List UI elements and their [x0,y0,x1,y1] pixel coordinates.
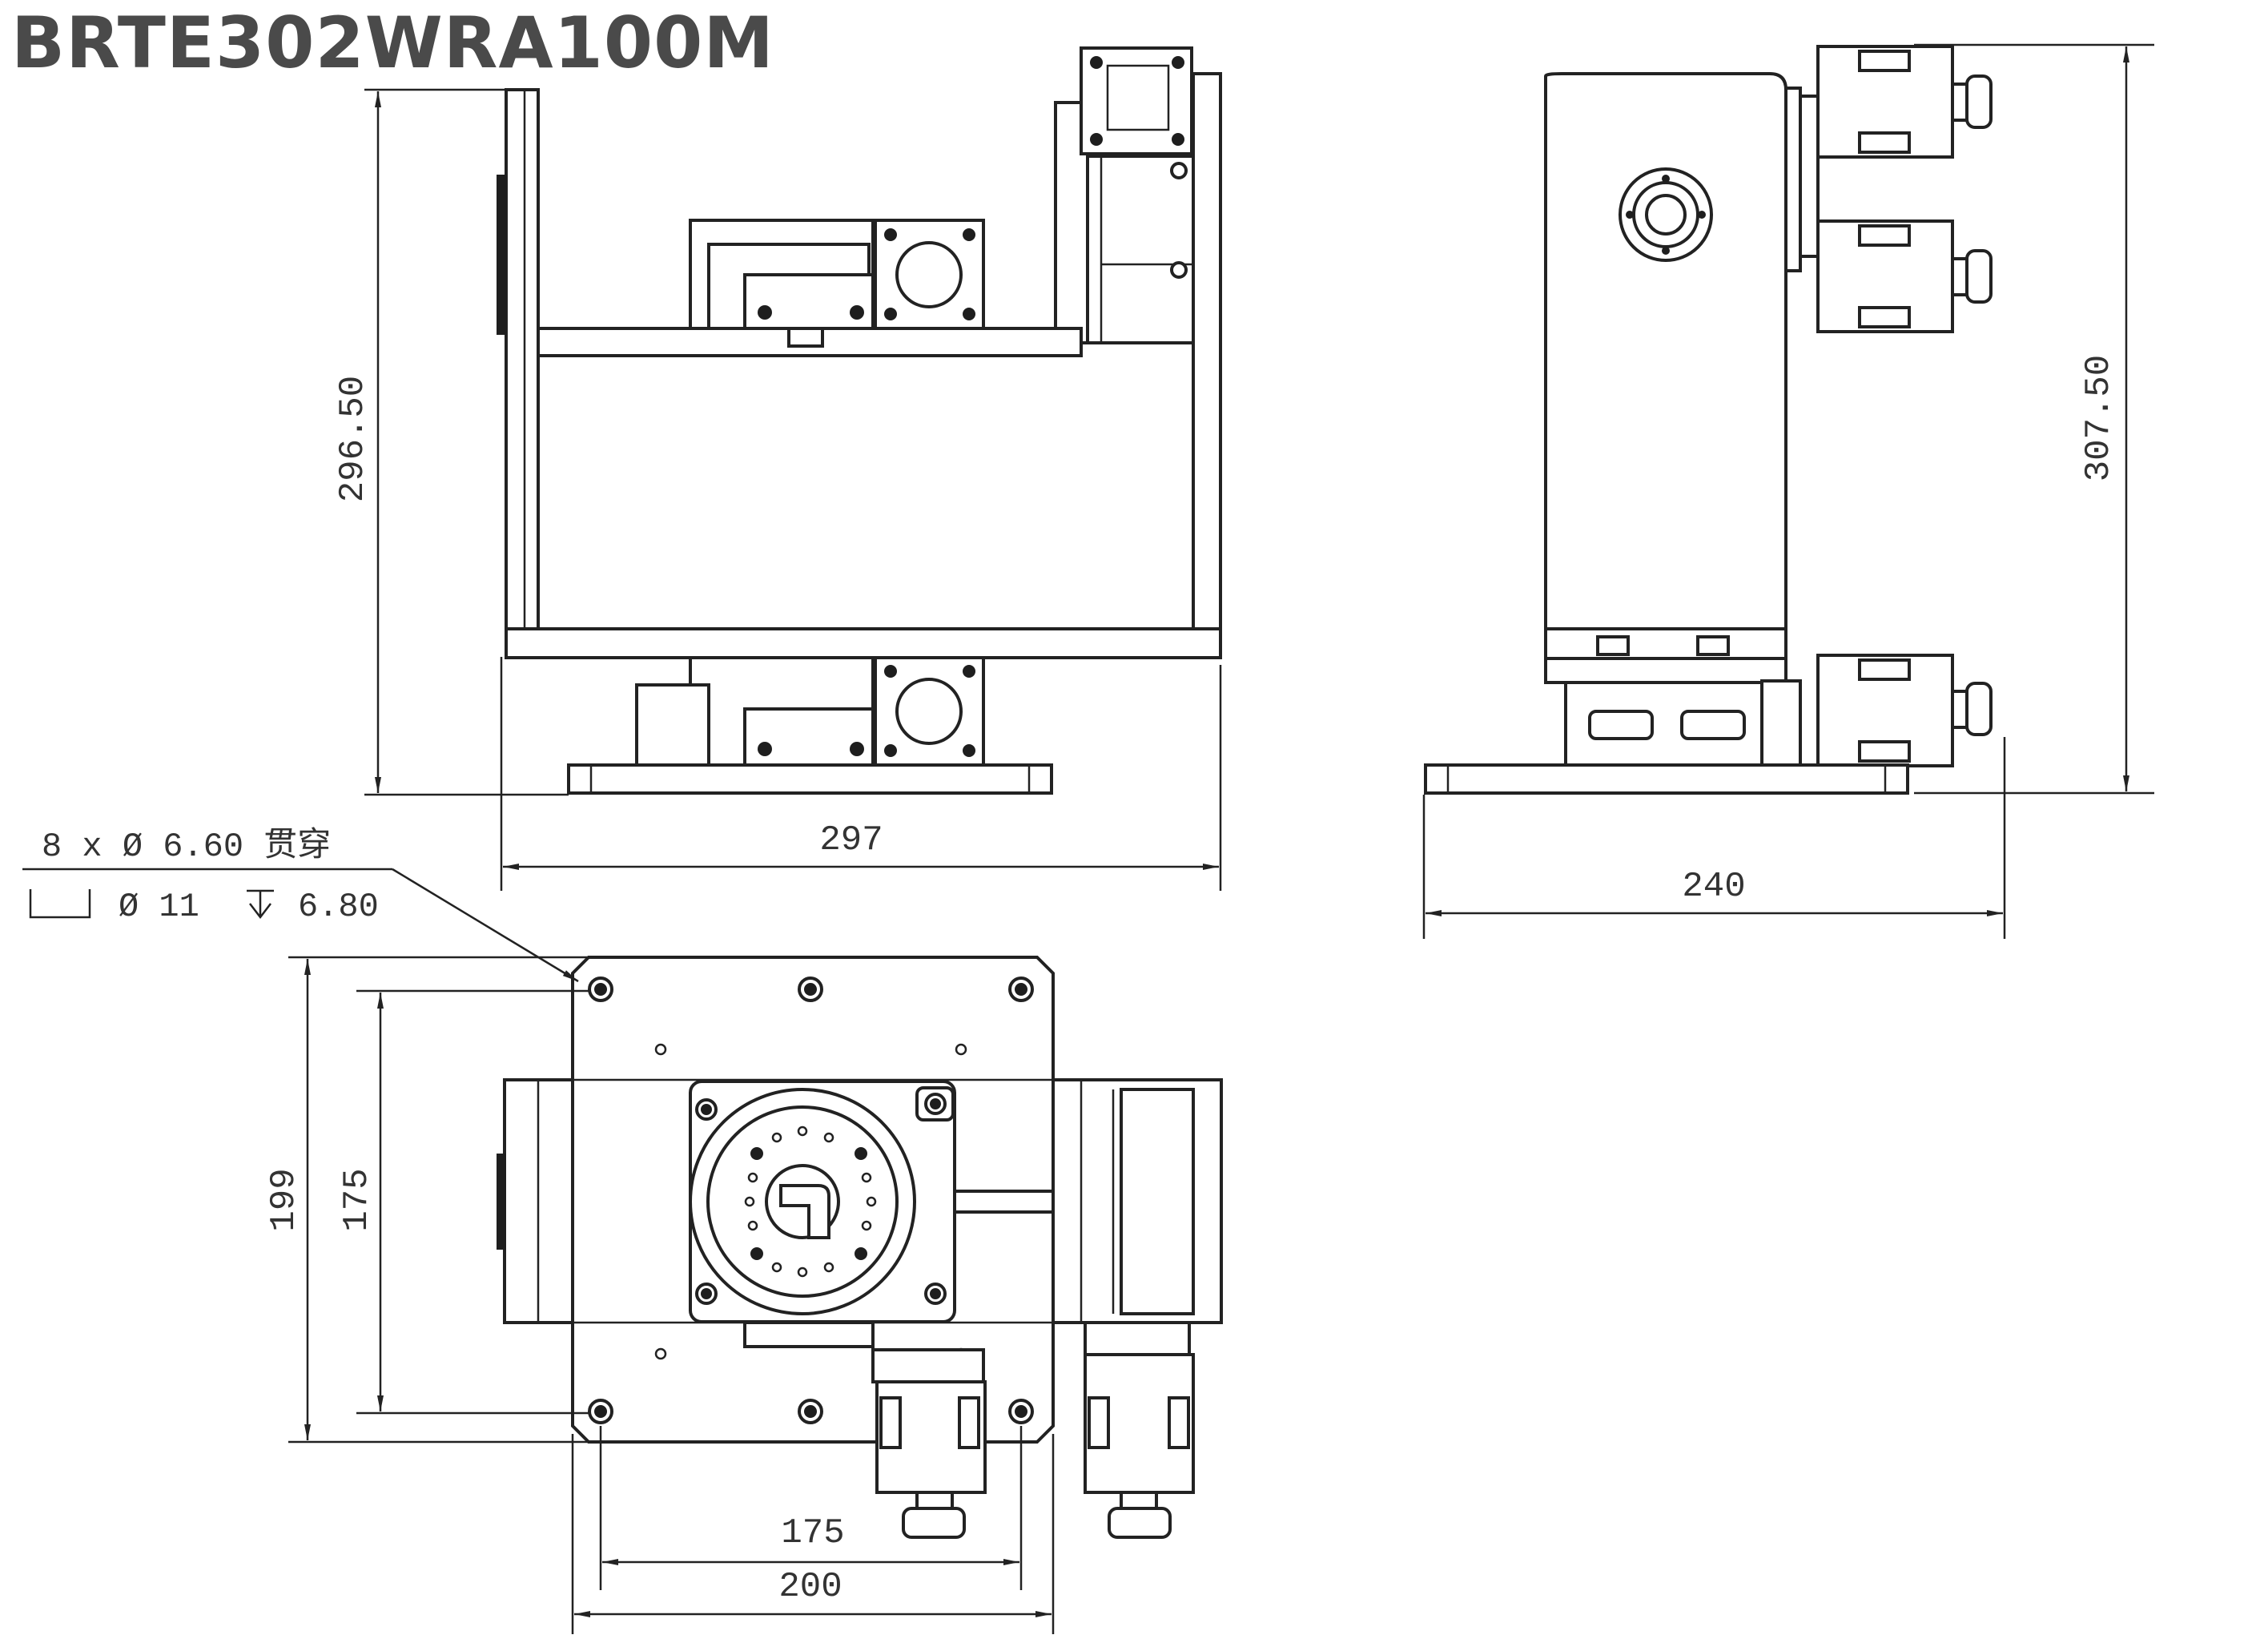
top-width-outer-dimension: 200 [571,1434,1055,1634]
hole-callout: 8 x Ø 6.60 贯穿 Ø 11 6.80 [22,826,579,983]
side-width-label: 240 [1682,867,1745,907]
depth-symbol [247,889,274,920]
top-view [497,956,1223,1539]
side-width-dimension: 240 [1422,737,2006,939]
drawing-title: BRTE302WRA100M [11,2,774,84]
hole-note-counterbore: Ø 11 [119,888,199,926]
top-height-outer-label: 199 [264,1168,304,1231]
top-width-outer-label: 200 [778,1567,842,1607]
front-height-dimension: 296.50 [333,88,569,796]
top-height-inner-dimension: 175 [337,989,589,1415]
front-height-label: 296.50 [333,376,373,502]
top-width-inner-dimension: 175 [599,1426,1023,1590]
hole-note-depth: 6.80 [298,888,379,926]
top-width-inner-label: 175 [781,1513,844,1553]
side-view [1424,45,1993,795]
top-height-inner-label: 175 [337,1168,377,1231]
hole-note-line1: 8 x Ø 6.60 贯穿 [42,826,331,866]
front-width-label: 297 [819,820,883,860]
front-view [497,46,1222,795]
counterbore-symbol [29,889,91,919]
side-height-dimension: 307.50 [1914,43,2154,795]
top-height-outer-dimension: 199 [264,956,589,1444]
front-width-dimension: 297 [500,657,1222,891]
side-height-label: 307.50 [2079,355,2119,481]
